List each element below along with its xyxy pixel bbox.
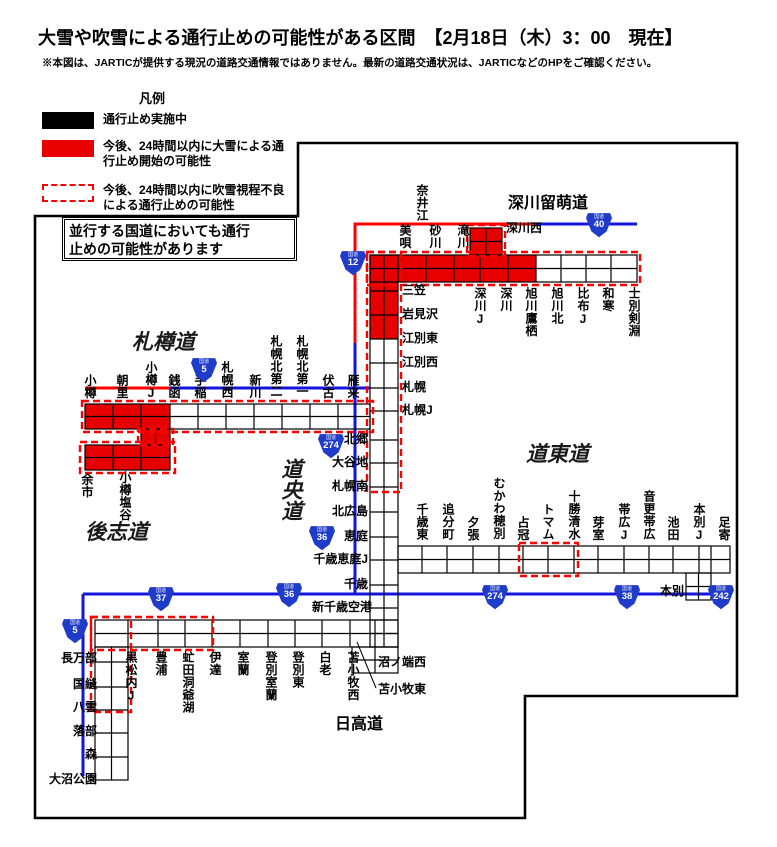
station-label: 恵庭 — [343, 529, 368, 543]
station-label: 十勝清水 — [567, 490, 581, 540]
station-label: 士別剣淵 — [627, 287, 641, 337]
station-label: 札幌北第一 — [295, 335, 309, 398]
station-label: 奈井江 — [415, 184, 429, 222]
station-label: 沼ノ端西 — [378, 655, 427, 669]
road-name-hidaka: 日高道 — [335, 716, 384, 733]
legend-label-closed: 通行止め実施中 — [103, 112, 188, 126]
blizzard-closure-outlines — [78, 223, 642, 714]
station-label: 黒松内J — [124, 651, 138, 703]
station-label: 深川J — [473, 287, 487, 327]
station-label: 虻田洞爺湖 — [181, 651, 195, 714]
station-label: 旭川鷹栖 — [524, 287, 538, 337]
station-label: 余市 — [80, 473, 94, 498]
legend-label-blizzard: 今後、24時間以内に吹雪視程不良 による通行止めの可能性 — [103, 183, 285, 212]
road-name-doo: 道央道 — [279, 458, 304, 521]
station-label: 占冠 — [516, 516, 530, 541]
legend-label-snow: 今後、24時間以内に大雪による通 行止め開始の可能性 — [103, 139, 284, 168]
station-label: 帯広J — [617, 503, 631, 543]
station-label: 和寒 — [601, 287, 615, 312]
station-label: 銭函 — [167, 374, 181, 399]
road-name-doto: 道東道 — [526, 441, 589, 466]
station-label: 深川西 — [506, 221, 543, 235]
station-label: 伊達 — [208, 651, 222, 676]
station-label: 大沼公園 — [48, 772, 97, 786]
station-label: 滝川 — [456, 224, 470, 249]
road-name-shiribeshi: 後志道 — [85, 519, 148, 544]
page-title: 大雪や吹雪による通行止めの可能性がある区間 【2月18日（木）3：00 現在】 — [38, 28, 683, 48]
station-label: 本別 — [659, 584, 684, 598]
legend-title: 凡例 — [139, 91, 166, 106]
station-label: トマム — [541, 503, 555, 541]
station-label: 八雲 — [72, 700, 97, 714]
station-label: 江別東 — [402, 331, 439, 345]
station-label: 森 — [84, 747, 97, 761]
station-label: 札幌 — [402, 380, 427, 394]
station-label: 音更帯広 — [642, 490, 656, 540]
station-label: 小樽塩谷 — [118, 471, 132, 521]
station-label: 新川 — [248, 374, 262, 399]
station-label: 登別室蘭 — [264, 651, 278, 701]
disclaimer-text: ※本図は、JARTICが提供する現況の道路交通情報ではありません。最新の道路交通… — [42, 57, 658, 69]
station-label: 岩見沢 — [402, 307, 439, 321]
station-label: 登別東 — [291, 651, 305, 689]
station-label: 深川 — [499, 287, 513, 312]
station-label: 札幌南 — [331, 479, 368, 493]
legend-swatch-snow — [42, 140, 94, 157]
station-label: 千歳東 — [415, 503, 429, 541]
station-label: 本別J — [692, 503, 706, 543]
station-label: 雁来 — [346, 374, 360, 399]
station-label: 朝里 — [115, 374, 129, 399]
station-label: 砂川 — [428, 224, 442, 249]
station-label: 新千歳空港 — [311, 600, 372, 614]
station-label: 北郷 — [343, 432, 368, 446]
station-label: むかわ穂別 — [492, 477, 506, 540]
station-label: 千歳恵庭J — [313, 552, 368, 566]
station-label: 苫小牧東 — [378, 682, 427, 696]
station-label: 美唄 — [398, 224, 412, 249]
station-label: 落部 — [72, 724, 97, 738]
station-label: 足寄 — [717, 516, 731, 541]
station-label: 追分町 — [441, 503, 455, 541]
station-label: 小樽J — [144, 361, 158, 401]
station-label: 長万部 — [60, 651, 97, 665]
station-label: 千歳 — [343, 577, 368, 591]
legend-swatch-closed — [42, 112, 94, 129]
station-label: 札幌J — [402, 403, 433, 417]
station-label: 小樽 — [83, 374, 97, 399]
route-12-red-line — [353, 222, 536, 343]
station-label: 江別西 — [402, 355, 439, 369]
map-border — [33, 141, 739, 820]
station-label: 池田 — [666, 516, 680, 541]
road-name-sasson: 札樽道 — [132, 329, 195, 354]
station-label: 芽室 — [591, 516, 605, 541]
station-label: 比布J — [576, 287, 590, 327]
station-label: 大谷地 — [331, 455, 368, 469]
station-label: 札幌北第二 — [269, 335, 283, 398]
station-label: 旭川北 — [550, 287, 564, 325]
parallel-route-note: 並行する国道においても通行 止めの可能性があります — [62, 217, 297, 261]
station-label: 伏古 — [321, 374, 335, 399]
station-label: 夕張 — [466, 516, 480, 541]
station-label: 北広島 — [331, 504, 368, 518]
station-label: 室蘭 — [236, 651, 250, 676]
road-name-fukagawa-rumoi: 深川留萌道 — [508, 195, 589, 212]
station-label: 三笠 — [402, 283, 427, 297]
station-label: 国縫 — [72, 677, 97, 691]
legend-swatch-blizzard — [42, 184, 94, 202]
station-label: 白老 — [318, 651, 332, 676]
station-label: 札幌西 — [220, 361, 234, 399]
station-label: 豊浦 — [154, 651, 168, 676]
station-label: 苫小牧西 — [346, 651, 360, 701]
